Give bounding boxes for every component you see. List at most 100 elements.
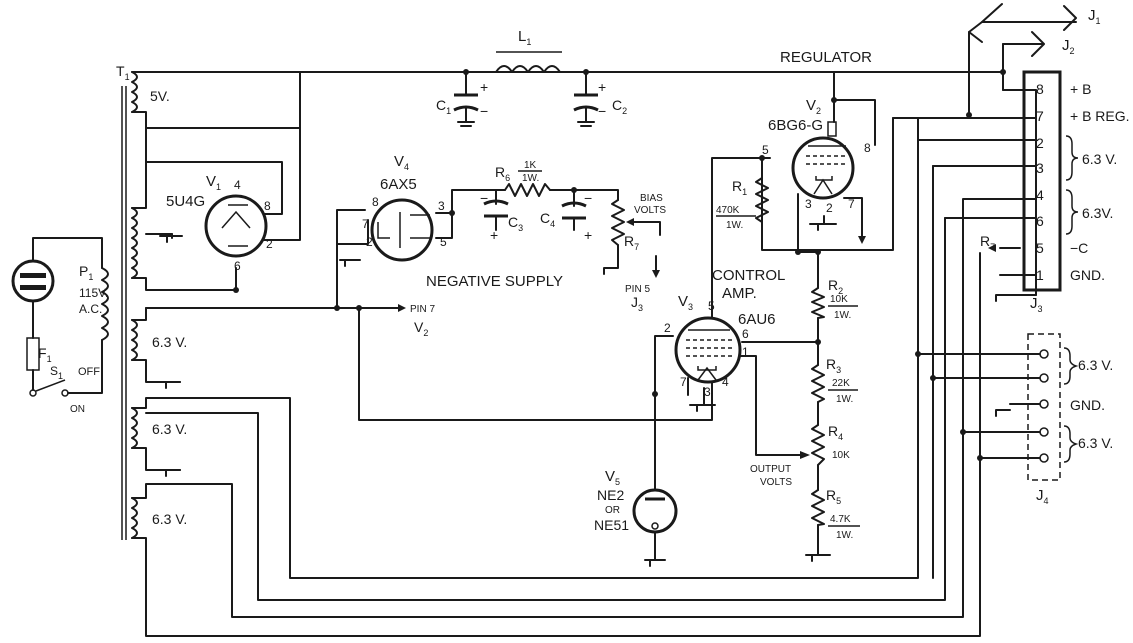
jack-j4-label: J4 <box>1036 487 1049 506</box>
j3-pin-8: 8 <box>1036 81 1044 97</box>
tube-v2 <box>791 121 855 200</box>
negative-supply-label: NEGATIVE SUPPLY <box>426 273 563 290</box>
resistor-r2-label: R2 <box>828 277 843 296</box>
v2-pin-5: 5 <box>762 143 769 157</box>
tube-v4 <box>370 198 434 262</box>
pin7-arrow <box>398 304 406 312</box>
v3-pin-6: 6 <box>742 327 749 341</box>
j3-brace-1 <box>1065 135 1079 181</box>
j3-pin-7: 7 <box>1036 108 1044 124</box>
v4-pin-5: 5 <box>440 235 447 249</box>
winding-63v-3-label: 6.3 V. <box>152 511 187 527</box>
v4-pin-8: 8 <box>372 195 379 209</box>
tube-v5-label: V5 <box>605 468 620 487</box>
j4-gnd-label: GND. <box>1070 397 1105 413</box>
v3-pin-3: 3 <box>704 385 711 399</box>
switch-s1 <box>29 379 69 397</box>
junction-dots <box>233 69 1006 461</box>
resistor-r3-label: R3 <box>826 356 841 375</box>
j4-pins <box>1039 349 1049 463</box>
jack-j1 <box>968 21 983 43</box>
winding-63v-2-label: 6.3 V. <box>152 421 187 437</box>
capacitor-c4 <box>561 189 587 231</box>
tube-v1-label: V1 <box>206 173 221 192</box>
plug-p1 <box>11 259 55 303</box>
switch-s1-label: S1 <box>50 364 63 381</box>
j3-brace-2 <box>1065 189 1079 235</box>
j4-63v-2-label: 6.3 V. <box>1078 435 1113 451</box>
v1-pin-8: 8 <box>264 199 271 213</box>
fuse-f1-label: F1 <box>38 345 52 364</box>
resistor-r5 <box>811 489 825 526</box>
v4-pin-2: 2 <box>366 235 373 249</box>
j3-plus-b-reg-label: + B REG. <box>1070 108 1130 124</box>
transformer-t1 <box>121 71 138 540</box>
pin7-label: PIN 7 <box>410 304 435 315</box>
bias-label: BIAS <box>640 193 663 204</box>
resistor-r1-label: R1 <box>732 178 747 197</box>
potentiometer-r7-label: R7 <box>624 233 639 252</box>
c1-minus: − <box>480 103 488 119</box>
tube-v4-label: V4 <box>394 153 409 172</box>
resistor-r1 <box>755 177 769 223</box>
potentiometer-r4 <box>800 424 825 466</box>
c4-plus: + <box>584 227 592 243</box>
tube-v3 <box>674 316 742 384</box>
winding-5v-label: 5V. <box>150 88 170 104</box>
c3-plus: + <box>490 227 498 243</box>
j3-pin-1: 1 <box>1036 267 1044 283</box>
v1-pin-2: 2 <box>266 237 273 251</box>
plug-voltage-label: 115V. <box>79 286 108 300</box>
j3-pin-5: 5 <box>1036 240 1044 256</box>
primary-circuit <box>11 237 109 397</box>
r5-value: 4.7K <box>830 514 851 525</box>
tube-v4-type: 6AX5 <box>380 176 417 193</box>
jack-j4-body <box>1027 333 1061 481</box>
v5-type-or: OR <box>605 505 620 516</box>
capacitor-c1 <box>453 93 479 127</box>
r3-watt: 1W. <box>836 394 853 405</box>
v2-pin-2: 2 <box>826 201 833 215</box>
capacitor-c2 <box>573 93 599 127</box>
c2-plus: + <box>598 79 606 95</box>
v1-pin-4: 4 <box>234 178 241 192</box>
resistor-r3 <box>811 364 825 403</box>
tube-v1-type: 5U4G <box>166 193 205 210</box>
v5-type-ne2: NE2 <box>597 487 624 503</box>
v4-pin-3: 3 <box>438 199 445 213</box>
j4-brace-2 <box>1063 425 1079 463</box>
potentiometer-r7 <box>611 199 661 278</box>
r5-watt: 1W. <box>836 530 853 541</box>
v3-pin-2: 2 <box>664 321 671 335</box>
jack-j1-symbol <box>981 3 1077 31</box>
j3-pin-6: 6 <box>1036 213 1044 229</box>
j3-group2-label: 6.3V. <box>1082 205 1113 221</box>
capacitor-c3 <box>483 189 509 231</box>
resistor-r6 <box>504 183 551 197</box>
r1-value: 470K <box>716 205 740 216</box>
jack-j3-body <box>1022 70 1062 292</box>
j3-minus-c-label: −C <box>1070 240 1088 256</box>
inductor-l1-label: L1 <box>518 28 531 47</box>
regulator-label: REGULATOR <box>780 49 872 66</box>
jack-j3-label: J3 <box>1030 295 1043 314</box>
j3-pin-4: 4 <box>1036 187 1044 203</box>
jack-j2 <box>1002 31 1045 57</box>
capacitor-c3-label: C3 <box>508 214 523 233</box>
inductor-l1 <box>495 51 562 73</box>
j3-pin-3: 3 <box>1036 160 1044 176</box>
volts-output-label: VOLTS <box>760 477 792 488</box>
jack-j1-label: J1 <box>1088 7 1101 26</box>
j3-group1-label: 6.3 V. <box>1082 151 1117 167</box>
resistor-r5-label: R5 <box>826 487 841 506</box>
v3-pin-5: 5 <box>708 299 715 313</box>
c2-minus: − <box>598 103 606 119</box>
v4-pin-7: 7 <box>362 217 369 231</box>
pin5-label: PIN 5 <box>625 284 650 295</box>
volts-label: VOLTS <box>634 205 666 216</box>
v2-pin-3: 3 <box>805 197 812 211</box>
v1-pin-6: 6 <box>234 259 241 273</box>
j3-gnd-label: GND. <box>1070 267 1105 283</box>
v3-pin-4: 4 <box>722 375 729 389</box>
amp-label: AMP. <box>722 285 757 302</box>
